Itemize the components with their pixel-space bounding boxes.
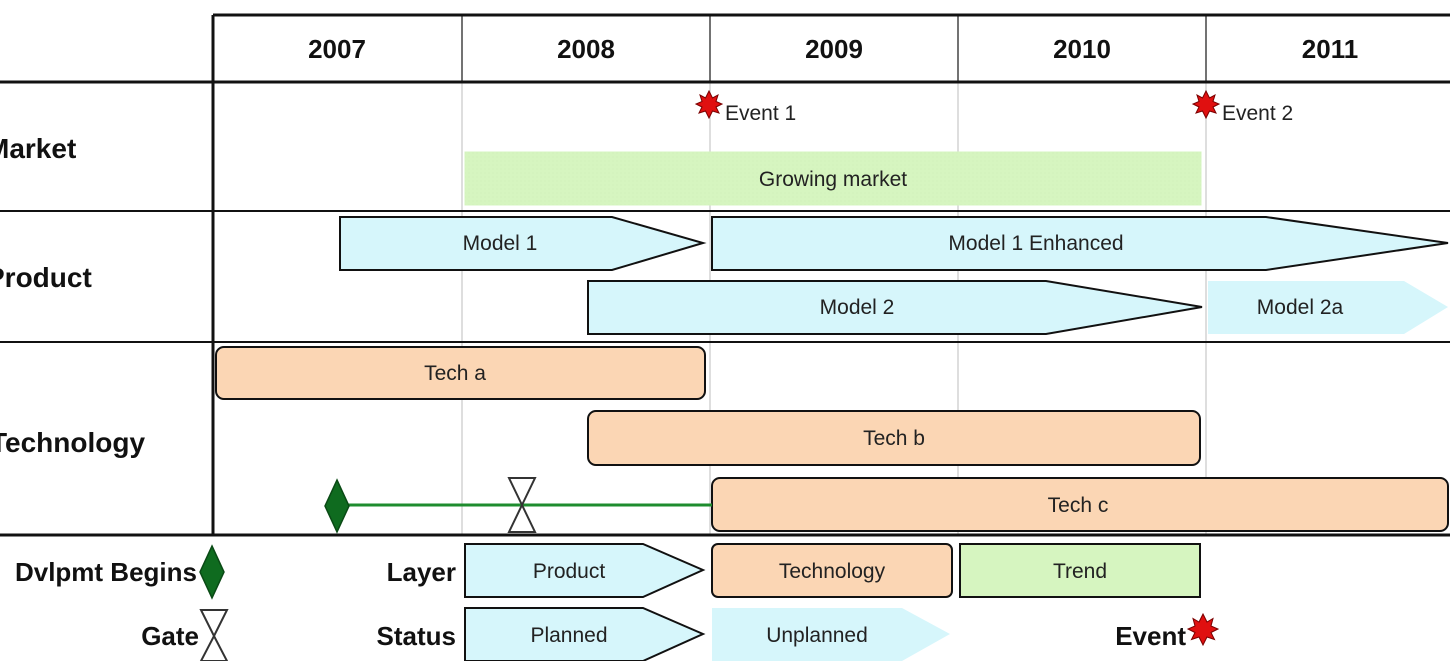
legend-dvlpmt-begins-label: Dvlpmt Begins <box>15 557 197 587</box>
model-1-enhanced-label: Model 1 Enhanced <box>948 232 1123 255</box>
starburst-icon <box>1186 612 1220 647</box>
model-2a-arrow: Model 2a <box>1208 281 1448 334</box>
legend-layer-label: Layer <box>387 557 456 587</box>
model-2-label: Model 2 <box>820 296 895 319</box>
layer-label-product: Product <box>0 262 92 293</box>
year-2008: 2008 <box>557 34 615 64</box>
event-2-label: Event 2 <box>1222 102 1293 125</box>
starburst-icon <box>1191 89 1221 120</box>
model-1-enhanced-arrow: Model 1 Enhanced <box>711 216 1449 271</box>
event-1-label: Event 1 <box>725 102 796 125</box>
legend-trend-text: Trend <box>1053 560 1107 583</box>
legend-product-swatch: Product <box>464 543 706 598</box>
tech-c-lead-line <box>324 477 712 534</box>
legend-status-label: Status <box>377 621 456 651</box>
tech-a-bar: Tech a <box>215 346 706 400</box>
legend-planned-text: Planned <box>530 624 607 647</box>
model-1-arrow: Model 1 <box>339 216 707 271</box>
year-2011: 2011 <box>1302 34 1358 64</box>
legend: Dvlpmt Begins Gate Layer Product Technol… <box>15 543 1220 661</box>
layer-label-market: Market <box>0 133 76 164</box>
model-2-arrow: Model 2 <box>587 280 1203 335</box>
diamond-icon <box>199 544 225 600</box>
header-separators <box>461 15 1207 82</box>
tech-c-label: Tech c <box>1048 494 1109 517</box>
event-1-marker: Event 1 <box>694 89 796 125</box>
model-2a-label: Model 2a <box>1257 296 1344 319</box>
year-2010: 2010 <box>1053 34 1111 64</box>
legend-trend-swatch: Trend <box>959 543 1201 598</box>
legend-planned-swatch: Planned <box>464 607 706 661</box>
model-1-label: Model 1 <box>463 232 538 255</box>
legend-event-label: Event <box>1115 621 1186 651</box>
legend-technology-swatch: Technology <box>711 543 953 598</box>
layer-label-technology: Technology <box>0 427 145 458</box>
growing-market-bar: Growing market <box>464 151 1202 206</box>
legend-unplanned-swatch: Unplanned <box>712 608 950 661</box>
tech-a-label: Tech a <box>424 362 486 385</box>
tech-c-bar: Tech c <box>711 477 1449 532</box>
table-borders <box>0 13 1450 537</box>
hourglass-icon <box>507 477 537 533</box>
event-2-marker: Event 2 <box>1191 89 1293 125</box>
growing-market-label: Growing market <box>759 168 907 191</box>
diamond-icon <box>324 478 350 534</box>
legend-gate-label: Gate <box>141 621 199 651</box>
legend-technology-text: Technology <box>779 560 886 583</box>
hourglass-icon <box>199 609 229 661</box>
legend-unplanned-text: Unplanned <box>766 624 868 647</box>
tech-b-label: Tech b <box>863 427 925 450</box>
year-2009: 2009 <box>805 34 863 64</box>
tech-b-bar: Tech b <box>587 410 1201 466</box>
legend-product-text: Product <box>533 560 606 583</box>
starburst-icon <box>694 89 724 120</box>
year-2007: 2007 <box>308 34 366 64</box>
